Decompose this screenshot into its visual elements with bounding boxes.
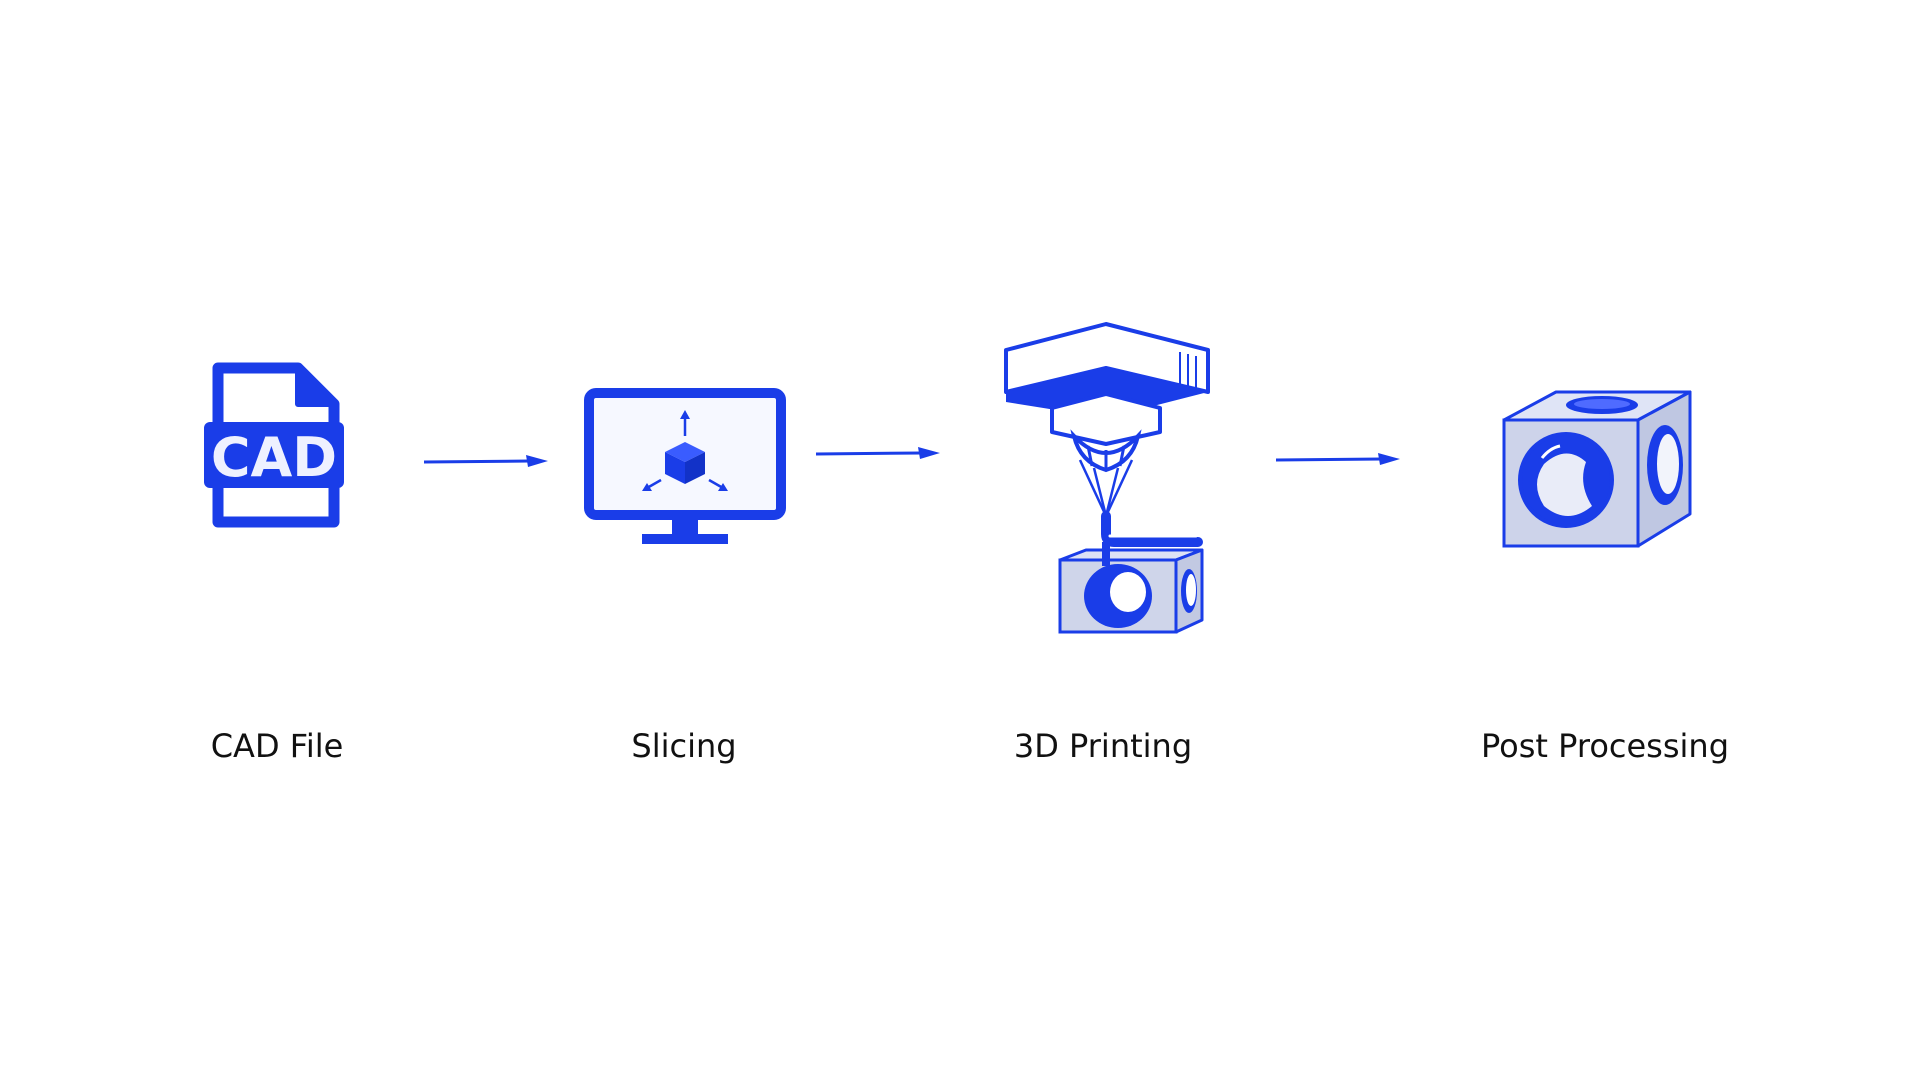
step-label-post-processing: Post Processing [1481,727,1729,765]
printed-cube-icon [1502,390,1692,548]
step-label-3d-printing: 3D Printing [1013,727,1193,765]
arrow-right-icon [424,455,548,467]
arrow-right-icon [1276,453,1400,465]
cad-file-icon-text: CAD [211,426,337,489]
step-label-cad-file: CAD File [210,727,344,765]
printer-nozzle-icon [1004,322,1210,634]
monitor-cube-icon [584,388,786,544]
arrow-right-icon [816,447,940,459]
cad-file-icon: CAD [204,362,344,528]
step-label-slicing: Slicing [631,727,737,765]
